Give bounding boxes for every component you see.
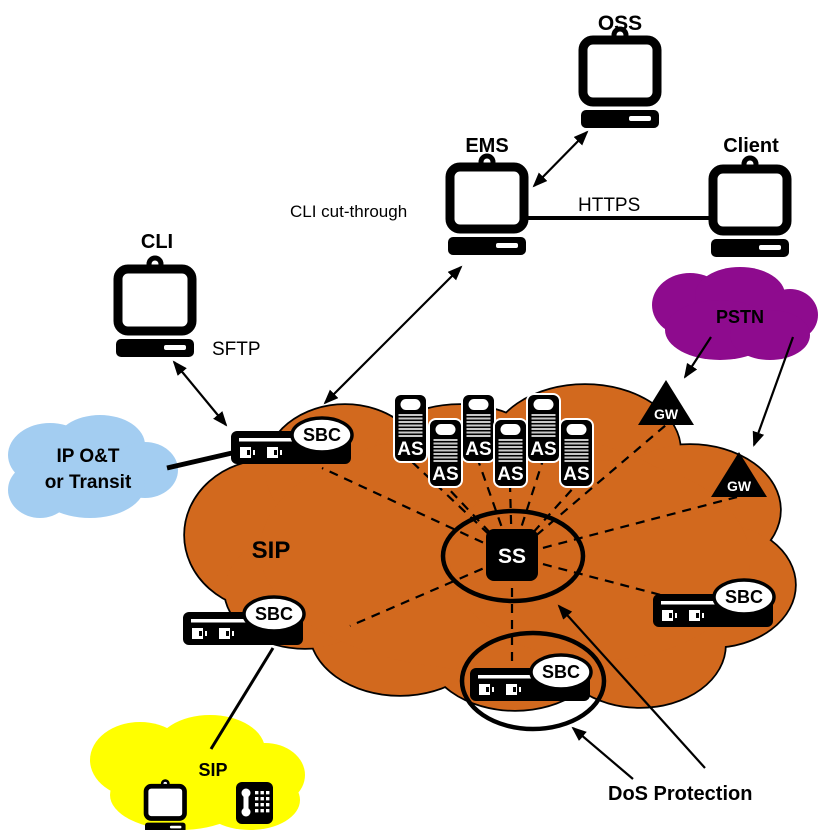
arrow-oss-ems xyxy=(532,130,589,188)
dashed-link-gw-1 xyxy=(511,424,667,557)
oss-computer-icon xyxy=(581,29,659,128)
as-label-4: AS xyxy=(497,464,523,485)
arrow-pstn-gw1 xyxy=(683,336,712,379)
as-label-5: AS xyxy=(530,439,556,460)
ems-computer-icon xyxy=(448,156,526,255)
ip-cloud-label-line1: IP O&T xyxy=(57,446,120,467)
sbc-label: SBC xyxy=(303,425,341,445)
ems-label: EMS xyxy=(465,135,508,157)
client-label: Client xyxy=(723,135,779,157)
arrow-dos-ss-ring xyxy=(557,604,706,769)
sbc-protection-ring xyxy=(459,630,607,732)
cli-computer-icon xyxy=(116,258,194,357)
ip-transit-cloud xyxy=(8,415,178,518)
as-label-3: AS xyxy=(465,439,491,460)
sftp-label: SFTP xyxy=(212,339,261,360)
dashed-link-gw-2 xyxy=(511,495,738,558)
sbc-bottom: SBC xyxy=(470,653,593,701)
as-label-2: AS xyxy=(432,464,458,485)
dashed-link-sbc-top-left xyxy=(321,467,513,557)
dashed-link-sbc-right xyxy=(511,554,681,602)
cli-label: CLI xyxy=(141,231,173,253)
oss-label: OSS xyxy=(598,12,642,35)
dashed-link-sbc-bottom-left xyxy=(349,554,513,628)
dashed-link-as-4 xyxy=(508,484,514,557)
ss-box xyxy=(486,529,538,581)
ss-protection-ring xyxy=(440,508,586,604)
cli-cut-through-label: CLI cut-through xyxy=(290,202,407,221)
as-label-6: AS xyxy=(563,464,589,485)
sbc-label: SBC xyxy=(542,662,580,682)
arrow-pstn-gw2 xyxy=(752,336,795,447)
sip-cloud-link xyxy=(209,647,275,750)
arrow-ems-sbc-cut-through xyxy=(323,265,463,405)
ss-label: SS xyxy=(498,545,526,568)
dos-protection-label: DoS Protection xyxy=(608,783,752,805)
pstn-label: PSTN xyxy=(716,307,764,327)
client-computer-icon xyxy=(711,158,789,257)
ip-cloud-label-line2: or Transit xyxy=(45,472,132,493)
sbc-label: SBC xyxy=(725,587,763,607)
gw-label-2: GW xyxy=(727,478,752,494)
arrow-dos-sbc-ring xyxy=(571,726,634,780)
https-label: HTTPS xyxy=(578,195,640,216)
arrow-cli-sbc-sftp xyxy=(172,360,228,427)
sbc-bottom-left: SBC xyxy=(183,595,306,645)
as-label-1: AS xyxy=(397,439,423,460)
sip-core-label: SIP xyxy=(252,537,291,564)
sip-access-label: SIP xyxy=(198,760,227,780)
sbc-label: SBC xyxy=(255,604,293,624)
gw-label-1: GW xyxy=(654,406,679,422)
sbc-right: SBC xyxy=(653,578,776,627)
phone-icon xyxy=(236,782,273,824)
sbc-top-left: SBC xyxy=(231,416,354,464)
